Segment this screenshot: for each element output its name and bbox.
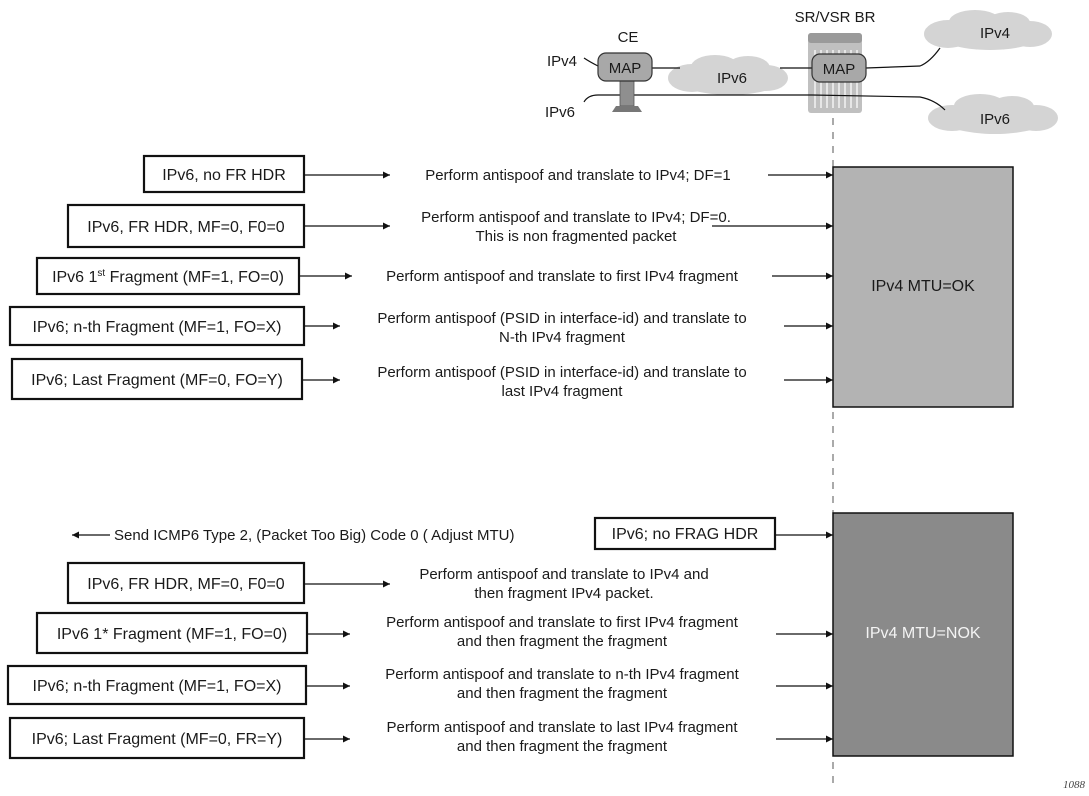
ok-row: IPv6 1st Fragment (MF=1, FO=0) Perform a… — [35, 256, 833, 296]
action-text: Perform antispoof and translate to first… — [386, 268, 739, 285]
ok-row: IPv6; n-th Fragment (MF=1, FO=X) Perform… — [8, 305, 833, 347]
packet-box — [66, 561, 306, 605]
action-text-line2: and then fragment the fragment — [457, 633, 668, 650]
packet-box-label: IPv6, FR HDR, MF=0, F0=0 — [87, 219, 284, 236]
icmp-text: Send ICMP6 Type 2, (Packet Too Big) Code… — [114, 527, 514, 544]
action-text-line1: Perform antispoof and translate to IPv4;… — [421, 209, 731, 226]
left-ipv6-label: IPv6 — [545, 104, 575, 121]
packet-box-label: IPv6, no FR HDR — [162, 167, 286, 184]
mtu-ok-block — [832, 166, 1014, 408]
packet-box — [66, 203, 306, 249]
map-ce-label: MAP — [609, 60, 642, 77]
packet-box-label: IPv6; Last Fragment (MF=0, FR=Y) — [32, 731, 283, 748]
action-text-line1: Perform antispoof and translate to IPv4 … — [419, 566, 708, 583]
action-text-line1: Perform antispoof and translate to n-th … — [385, 666, 739, 683]
ce-device — [597, 52, 653, 112]
cloud-ipv6-right — [928, 94, 1058, 134]
nok-row: IPv6; Last Fragment (MF=0, FR=Y) Perform… — [8, 716, 833, 760]
topology: CE SR/VSR BR MAP MAP IPv6 IPv4 IPv6 IPv4… — [545, 9, 1058, 134]
action-text-line2: This is non fragmented packet — [476, 228, 678, 245]
nok-row: IPv6 1* Fragment (MF=1, FO=0) Perform an… — [35, 611, 833, 655]
nok-row: IPv6; n-th Fragment (MF=1, FO=X) Perform… — [6, 664, 833, 706]
map-ce-box — [597, 52, 653, 82]
packet-box — [8, 305, 306, 347]
action-text-line1: Perform antispoof and translate to last … — [386, 719, 738, 736]
action-text: Perform antispoof and translate to IPv4;… — [425, 167, 731, 184]
section-mtu-ok: IPv4 MTU=OK IPv6, no FR HDR Perform anti… — [8, 154, 1014, 408]
ok-row: IPv6; Last Fragment (MF=0, FO=Y) Perform… — [10, 357, 833, 401]
link-lines — [583, 47, 946, 111]
action-text-line2: and then fragment the fragment — [457, 685, 668, 702]
packet-box — [35, 611, 309, 655]
packet-box-label: IPv6; n-th Fragment (MF=1, FO=X) — [33, 678, 282, 695]
packet-box-label: IPv6 1* Fragment (MF=1, FO=0) — [57, 626, 287, 643]
mtu-nok-label: IPv4 MTU=NOK — [865, 625, 980, 642]
map-br-box — [811, 53, 867, 83]
mtu-nok-block — [832, 512, 1014, 757]
icmp-return-row: Send ICMP6 Type 2, (Packet Too Big) Code… — [72, 516, 833, 551]
packet-box-label: IPv6; no FRAG HDR — [612, 526, 759, 543]
action-text-line1: Perform antispoof (PSID in interface-id)… — [377, 364, 746, 381]
action-text-line1: Perform antispoof and translate to first… — [386, 614, 739, 631]
action-text-line2: then fragment IPv4 packet. — [474, 585, 653, 602]
left-ipv4-label: IPv4 — [547, 53, 577, 70]
ok-row: IPv6, FR HDR, MF=0, F0=0 Perform antispo… — [66, 203, 833, 249]
cloud-ipv4-top-label: IPv4 — [980, 25, 1010, 42]
nok-row: IPv6, FR HDR, MF=0, F0=0 Perform antispo… — [66, 561, 709, 605]
ce-label: CE — [618, 29, 639, 46]
action-text-line2: last IPv4 fragment — [502, 383, 624, 400]
cloud-ipv6-mid — [668, 55, 788, 95]
section-mtu-nok: IPv4 MTU=NOK Send ICMP6 Type 2, (Packet … — [6, 512, 1014, 760]
action-text-line1: Perform antispoof (PSID in interface-id)… — [377, 310, 746, 327]
cloud-ipv6-mid-label: IPv6 — [717, 70, 747, 87]
packet-box-label: IPv6; n-th Fragment (MF=1, FO=X) — [33, 319, 282, 336]
packet-box-label: IPv6; Last Fragment (MF=0, FO=Y) — [31, 372, 283, 389]
cloud-ipv6-right-label: IPv6 — [980, 111, 1010, 128]
packet-box — [142, 154, 306, 194]
packet-box-no-frag-hdr — [593, 516, 777, 551]
action-text-line2: N-th IPv4 fragment — [499, 329, 626, 346]
ok-row: IPv6, no FR HDR Perform antispoof and tr… — [142, 154, 833, 194]
br-label: SR/VSR BR — [795, 9, 876, 26]
action-text-line2: and then fragment the fragment — [457, 738, 668, 755]
cloud-ipv4-top — [924, 10, 1052, 50]
packet-box-label: IPv6 1st Fragment (MF=1, FO=0) — [52, 268, 284, 286]
mtu-ok-label: IPv4 MTU=OK — [871, 278, 975, 295]
packet-box-label: IPv6, FR HDR, MF=0, F0=0 — [87, 576, 284, 593]
map-br-label: MAP — [823, 61, 856, 78]
packet-box — [6, 664, 308, 706]
packet-box — [10, 357, 304, 401]
figure-id: 1088 — [1063, 779, 1086, 791]
packet-box — [8, 716, 306, 760]
